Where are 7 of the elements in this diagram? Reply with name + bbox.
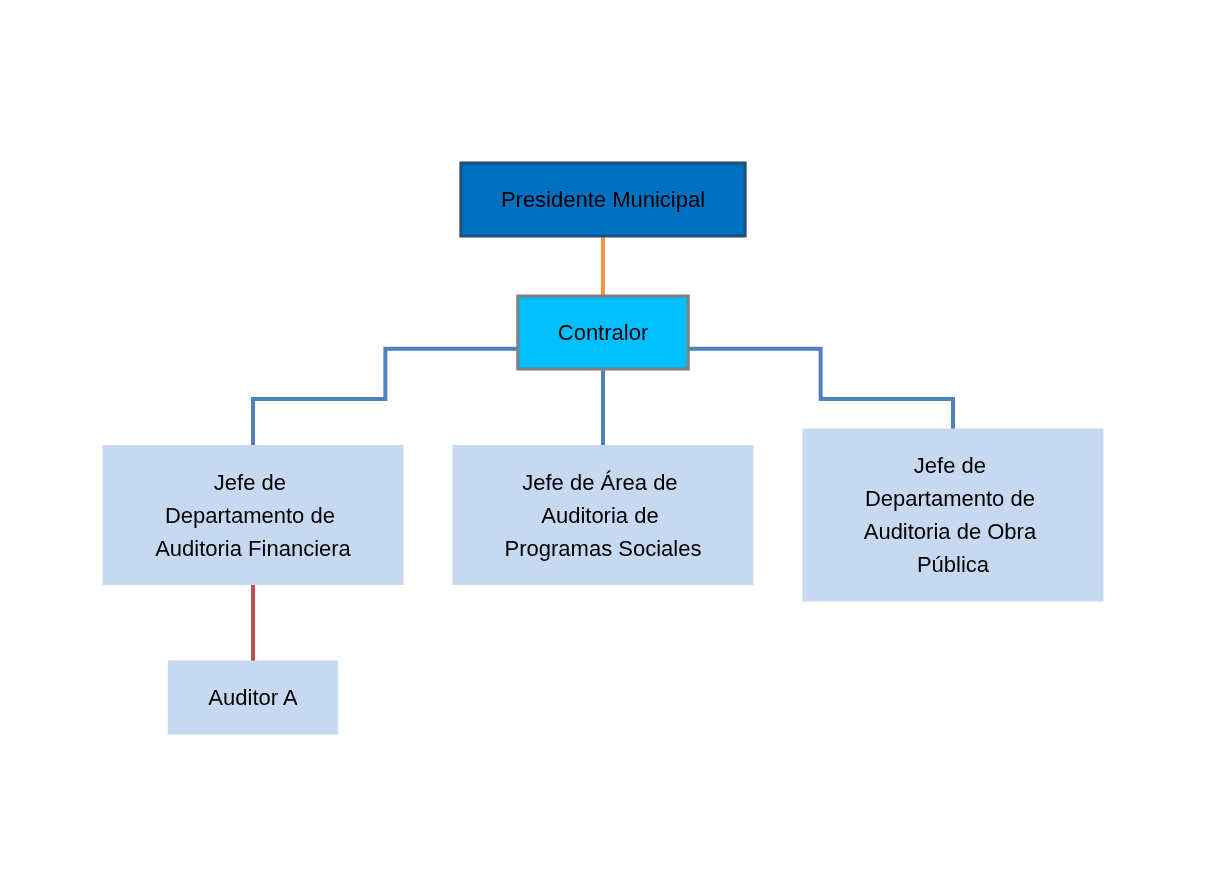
node-box: Auditor A [167, 660, 339, 734]
node-box: Jefe de Departamento de Auditoria Financiera [102, 444, 404, 585]
node-box: Jefe de Departamento de Auditoria de Obra Pública [802, 428, 1104, 601]
node-box: Jefe de Área de Auditoria de Programas Sociales [452, 444, 754, 585]
connector [251, 346, 518, 447]
node-box: Presidente Municipal [459, 161, 747, 237]
node-box: Contralor [516, 294, 690, 370]
